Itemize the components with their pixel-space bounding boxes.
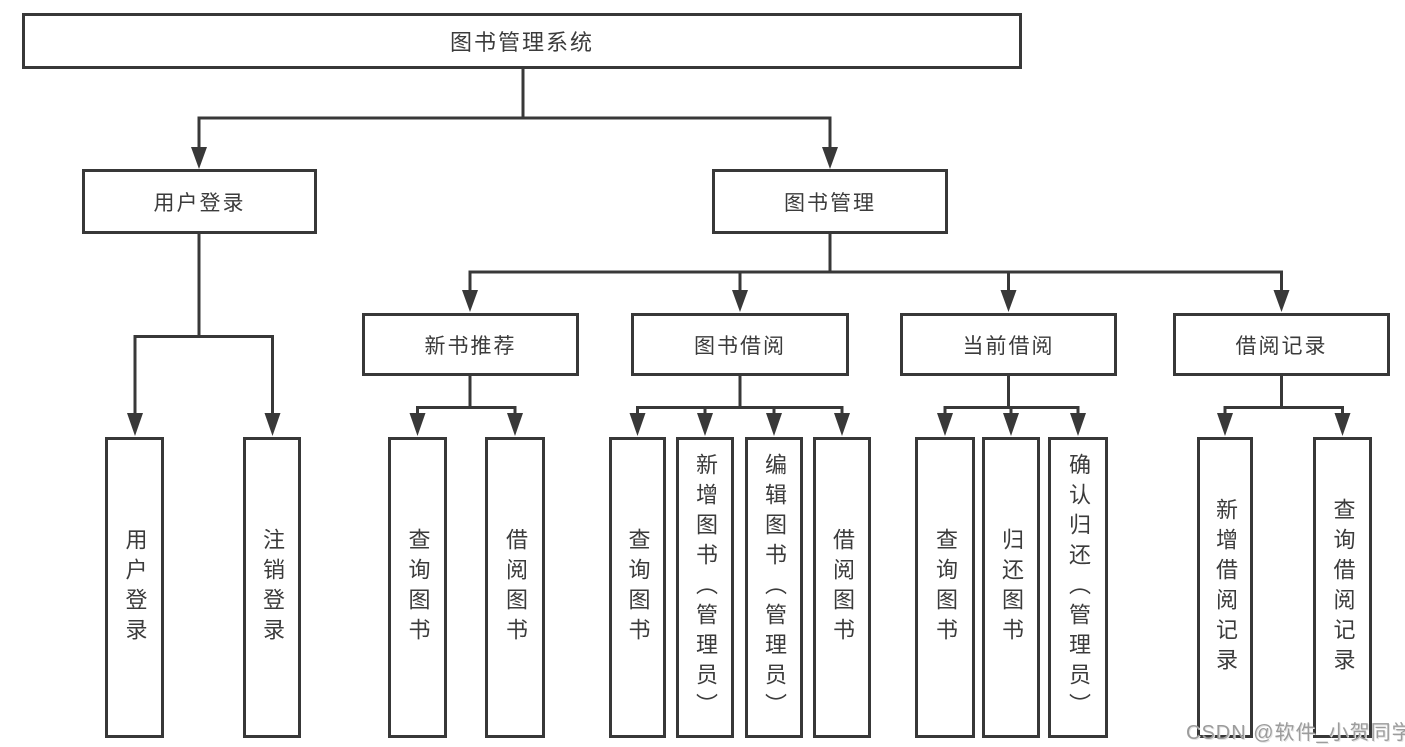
node-label: 借阅图书 xyxy=(503,527,528,648)
node-label: 用户登录 xyxy=(153,191,246,215)
node-label: 新增借阅记录 xyxy=(1213,497,1238,678)
node-label: 查询图书 xyxy=(933,527,958,648)
leaf-add-borrow-record: 新增借阅记录 xyxy=(1197,437,1253,738)
leaf-user-login: 用户登录 xyxy=(105,437,164,738)
node-library-management-system: 图书管理系统 xyxy=(22,13,1022,69)
node-label: 借阅记录 xyxy=(1235,334,1328,358)
leaf-logout: 注销登录 xyxy=(243,437,301,738)
leaf-add-book-admin: 新增图书（管理员） xyxy=(676,437,734,738)
csdn-watermark: CSDN @软件_小贺同学 xyxy=(1186,722,1405,744)
leaf-query-books-recommend: 查询图书 xyxy=(388,437,447,738)
leaf-confirm-return-admin: 确认归还（管理员） xyxy=(1048,437,1108,738)
node-label: 编辑图书（管理员） xyxy=(762,452,787,723)
node-label: 当前借阅 xyxy=(962,334,1055,358)
leaf-query-books-borrow: 查询图书 xyxy=(609,437,666,738)
leaf-query-borrow-record: 查询借阅记录 xyxy=(1313,437,1372,738)
node-label: 借阅图书 xyxy=(830,527,855,648)
node-book-borrowing: 图书借阅 xyxy=(631,313,849,376)
node-borrowing-records: 借阅记录 xyxy=(1173,313,1390,376)
node-label: 新增图书（管理员） xyxy=(693,452,718,723)
node-label: 查询借阅记录 xyxy=(1330,497,1356,678)
node-label: 用户登录 xyxy=(122,527,148,648)
node-book-management: 图书管理 xyxy=(712,169,948,234)
node-user-login: 用户登录 xyxy=(82,169,317,234)
node-label: 注销登录 xyxy=(260,527,285,648)
node-label: 图书管理系统 xyxy=(449,30,594,55)
node-label: 新书推荐 xyxy=(424,334,517,358)
node-label: 查询图书 xyxy=(405,527,431,648)
node-label: 查询图书 xyxy=(625,527,651,648)
leaf-borrow-books: 借阅图书 xyxy=(813,437,871,738)
leaf-edit-book-admin: 编辑图书（管理员） xyxy=(745,437,803,738)
node-current-borrowing: 当前借阅 xyxy=(900,313,1117,376)
node-new-book-recommendation: 新书推荐 xyxy=(362,313,579,376)
node-label: 图书管理 xyxy=(784,191,876,215)
leaf-query-books-current: 查询图书 xyxy=(915,437,975,738)
leaf-return-books: 归还图书 xyxy=(982,437,1040,738)
node-label: 图书借阅 xyxy=(694,334,786,358)
node-label: 归还图书 xyxy=(999,527,1024,648)
leaf-borrow-books-recommend: 借阅图书 xyxy=(485,437,545,738)
node-label: 确认归还（管理员） xyxy=(1066,452,1091,723)
